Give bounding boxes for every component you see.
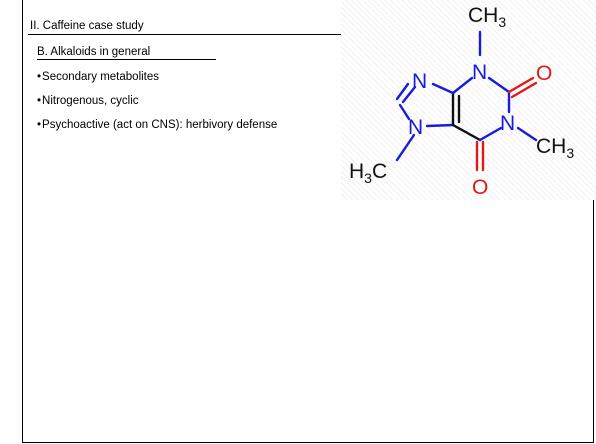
- bond-n9-c8: [401, 85, 417, 104]
- bullet-dot: •: [37, 119, 42, 131]
- subheading-underline: [37, 59, 216, 60]
- bond-n3-c4: [451, 76, 474, 95]
- bullet-text: Psychoactive (act on CNS): herbivory def…: [42, 119, 278, 131]
- atom-n7: N: [408, 116, 423, 139]
- bond-c6-n1: [478, 126, 503, 142]
- caffeine-structure-image: CH3 N N O N CH3 N H3C O: [341, 0, 596, 200]
- bond-n1-ch3: [516, 126, 538, 142]
- atom-h3c: H3C: [349, 160, 387, 186]
- bullet-text: Secondary metabolites: [42, 71, 160, 83]
- slide-heading: II. Caffeine case study: [30, 20, 144, 32]
- bullet-list: •Secondary metabolites •Nitrogenous, cyc…: [37, 71, 317, 143]
- bond-c2-o: [507, 76, 535, 94]
- atom-n9: N: [412, 70, 427, 93]
- atom-n3: N: [472, 61, 487, 84]
- bond-c4-n9: [431, 82, 455, 95]
- atom-ch3-top: CH3: [468, 4, 506, 30]
- slide-subheading: B. Alkaloids in general: [37, 46, 151, 58]
- bullet-item: •Nitrogenous, cyclic: [37, 95, 317, 108]
- bond-n9-c8-double: [395, 82, 410, 101]
- bond-n7-c5: [425, 123, 455, 128]
- atom-o-bottom: O: [472, 176, 488, 199]
- bond-c2-n3: [487, 76, 511, 94]
- bond-c5-c6: [451, 123, 482, 142]
- bullet-item: •Secondary metabolites: [37, 71, 317, 84]
- atom-o-right: O: [536, 62, 552, 85]
- bond-n7-ch3: [395, 133, 416, 162]
- caffeine-structure-svg: CH3 N N O N CH3 N H3C O: [349, 4, 574, 199]
- slide-frame: [22, 0, 594, 443]
- bullet-dot: •: [37, 71, 42, 83]
- atom-ch3-right: CH3: [536, 135, 574, 161]
- bond-c8-n7: [398, 103, 411, 121]
- heading-underline: [28, 34, 386, 35]
- bond-c2-o-double: [510, 81, 538, 99]
- bullet-item: •Psychoactive (act on CNS): herbivory de…: [37, 119, 317, 132]
- bullet-text: Nitrogenous, cyclic: [42, 95, 139, 107]
- bullet-dot: •: [37, 95, 42, 107]
- atom-n1: N: [500, 112, 515, 135]
